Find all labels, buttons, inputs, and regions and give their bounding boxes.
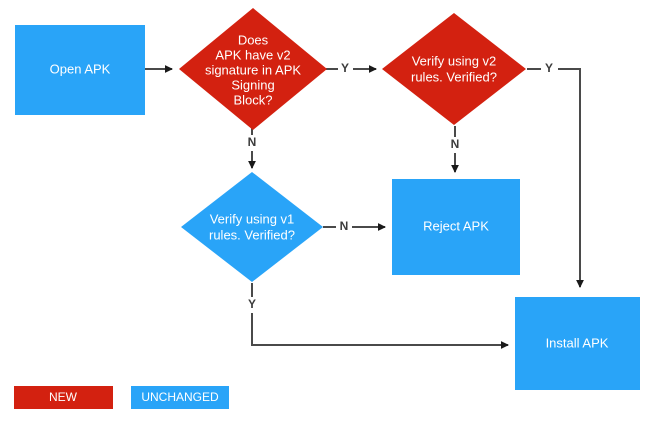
node-install-apk-label: Install APK	[546, 335, 609, 350]
edge-verify-v1-to-install-apk: Y	[248, 283, 509, 349]
node-reject-apk[interactable]: Reject APK	[392, 179, 520, 275]
legend-item-unchanged[interactable]: UNCHANGED	[131, 386, 229, 409]
node-has-v2-signature-label-line1: Does	[238, 32, 269, 47]
node-verify-v2-label-line2: rules. Verified?	[411, 69, 497, 84]
node-verify-v2-label-line1: Verify using v2	[412, 53, 497, 68]
edge-label-y-verify-v1: Y	[248, 297, 256, 311]
node-open-apk-shape	[15, 25, 145, 115]
legend-item-new[interactable]: NEW	[14, 386, 113, 409]
node-open-apk-label: Open APK	[50, 61, 111, 76]
node-reject-apk-label: Reject APK	[423, 218, 489, 233]
edge-label-y-verify-v2: Y	[545, 61, 553, 75]
node-install-apk-shape	[515, 297, 640, 390]
legend-swatch-new	[14, 386, 113, 409]
node-verify-v1-label-line2: rules. Verified?	[209, 227, 295, 242]
node-has-v2-signature-label-line4: Signing	[231, 77, 274, 92]
node-has-v2-signature-label-line2: APK have v2	[215, 47, 290, 62]
edge-label-n-verify-v1: N	[340, 219, 349, 233]
node-has-v2-signature[interactable]: Does APK have v2 signature in APK Signin…	[179, 8, 327, 130]
legend-label-new: NEW	[49, 390, 78, 404]
edge-label-y-has-v2: Y	[341, 61, 349, 75]
node-verify-v1-label-line1: Verify using v1	[210, 211, 295, 226]
node-has-v2-signature-shape	[179, 8, 327, 130]
edge-has-v2-signature-to-verify-v1: N	[248, 126, 257, 169]
edge-has-v2-signature-to-verify-v2: Y	[326, 61, 377, 75]
legend: NEW UNCHANGED	[14, 386, 229, 409]
node-verify-v2-shape	[382, 13, 526, 125]
legend-swatch-unchanged	[131, 386, 229, 409]
node-verify-v1[interactable]: Verify using v1 rules. Verified?	[181, 172, 323, 282]
edge-label-n-verify-v2: N	[451, 137, 460, 151]
edge-verify-v1-to-reject-apk: N	[323, 219, 386, 233]
edge-verify-v2-to-install-apk: Y	[527, 61, 584, 288]
node-reject-apk-shape	[392, 179, 520, 275]
node-open-apk[interactable]: Open APK	[15, 25, 145, 115]
node-verify-v1-shape	[181, 172, 323, 282]
edge-verify-v2-to-reject-apk: N	[451, 126, 460, 173]
node-has-v2-signature-label-line3: signature in APK	[205, 62, 301, 77]
node-has-v2-signature-label-line5: Block?	[233, 92, 272, 107]
edge-label-n-has-v2: N	[248, 135, 257, 149]
node-install-apk[interactable]: Install APK	[515, 297, 640, 390]
node-verify-v2[interactable]: Verify using v2 rules. Verified?	[382, 13, 526, 125]
legend-label-unchanged: UNCHANGED	[141, 390, 219, 404]
